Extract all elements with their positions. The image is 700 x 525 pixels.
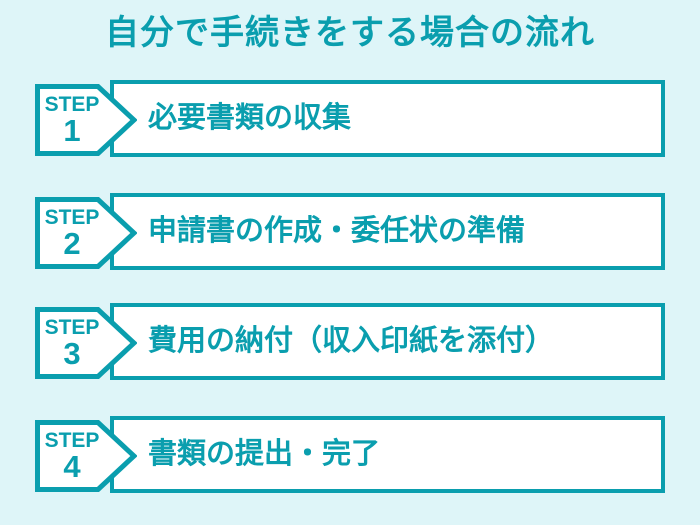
step-arrow-icon (35, 84, 137, 156)
step-badge: STEP 4 (35, 420, 137, 492)
step-label: STEP (44, 93, 100, 116)
step-badge-text: STEP 2 (39, 197, 105, 269)
step-label: STEP (44, 429, 100, 452)
step-arrow-icon (35, 420, 137, 492)
step-text: 申請書の作成・委任状の準備 (148, 215, 526, 247)
step-label: STEP (44, 316, 100, 339)
page-title: 自分で手続きをする場合の流れ (105, 14, 595, 52)
step-number: 2 (63, 226, 81, 261)
step-bar: 費用の納付（収入印紙を添付） (110, 303, 665, 380)
step-row: 必要書類の収集 STEP 1 (0, 80, 700, 158)
step-badge-text: STEP 1 (39, 84, 105, 156)
step-text: 書類の提出・完了 (148, 438, 381, 470)
step-number: 1 (63, 113, 81, 148)
step-badge: STEP 1 (35, 84, 137, 156)
step-text: 必要書類の収集 (148, 102, 352, 134)
step-row: 申請書の作成・委任状の準備 STEP 2 (0, 193, 700, 271)
step-arrow-icon (35, 197, 137, 269)
step-number: 4 (63, 449, 81, 484)
step-label: STEP (44, 206, 100, 229)
step-badge-text: STEP 3 (39, 307, 105, 379)
step-badge: STEP 3 (35, 307, 137, 379)
step-text: 費用の納付（収入印紙を添付） (148, 325, 555, 357)
step-row: 書類の提出・完了 STEP 4 (0, 416, 700, 494)
step-badge: STEP 2 (35, 197, 137, 269)
step-badge-text: STEP 4 (39, 420, 105, 492)
step-arrow-icon (35, 307, 137, 379)
step-bar: 必要書類の収集 (110, 80, 665, 157)
step-bar: 申請書の作成・委任状の準備 (110, 193, 665, 270)
step-bar: 書類の提出・完了 (110, 416, 665, 493)
step-row: 費用の納付（収入印紙を添付） STEP 3 (0, 303, 700, 381)
step-number: 3 (63, 336, 81, 371)
